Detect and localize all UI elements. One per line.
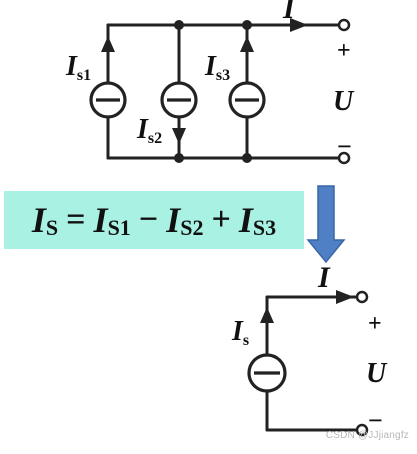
minus-label: − bbox=[337, 132, 352, 161]
terminal-top bbox=[355, 290, 369, 304]
is-arrow-icon bbox=[260, 307, 274, 323]
formula-minus: − bbox=[138, 201, 159, 238]
current-label: I bbox=[282, 0, 296, 25]
source-is2 bbox=[160, 81, 198, 119]
bottom-circuit: I + U − Is bbox=[231, 261, 388, 437]
source-is3 bbox=[228, 81, 266, 119]
is2-label: Is2 bbox=[136, 114, 162, 147]
formula-lhs: I bbox=[31, 200, 46, 240]
plus-label: + bbox=[337, 38, 351, 64]
terminal-bottom bbox=[355, 423, 369, 437]
current-arrow-icon bbox=[336, 290, 354, 304]
is3-arrow-icon bbox=[240, 36, 254, 52]
is-label: Is bbox=[231, 316, 249, 349]
is2-arrow-icon bbox=[172, 128, 186, 144]
voltage-label: U bbox=[366, 358, 388, 389]
voltage-label: U bbox=[333, 86, 355, 117]
source-is1 bbox=[89, 81, 127, 119]
top-circuit: I + U − Is1 Is2 Is3 bbox=[65, 0, 355, 165]
junction-dot bbox=[174, 153, 184, 163]
junction-dot bbox=[242, 153, 252, 163]
current-label: I bbox=[317, 261, 331, 294]
source-is bbox=[247, 353, 287, 393]
formula-plus: + bbox=[211, 201, 231, 238]
formula-equals: = bbox=[66, 201, 86, 238]
minus-label: − bbox=[368, 406, 383, 435]
transform-arrow-icon bbox=[306, 185, 346, 264]
formula-term3: I bbox=[238, 200, 253, 240]
watermark: CSDN @JJjiangfz bbox=[325, 430, 409, 441]
is1-arrow-icon bbox=[101, 36, 115, 52]
terminal-top bbox=[337, 18, 351, 32]
junction-dot bbox=[242, 20, 252, 30]
is3-label: Is3 bbox=[204, 51, 230, 84]
plus-label: + bbox=[368, 311, 382, 337]
formula-term1: I bbox=[93, 200, 108, 240]
is1-label: Is1 bbox=[65, 51, 91, 84]
terminal-bottom bbox=[337, 151, 351, 165]
current-arrow-icon bbox=[290, 18, 308, 32]
formula-term2: I bbox=[166, 200, 181, 240]
junction-dot bbox=[174, 20, 184, 30]
